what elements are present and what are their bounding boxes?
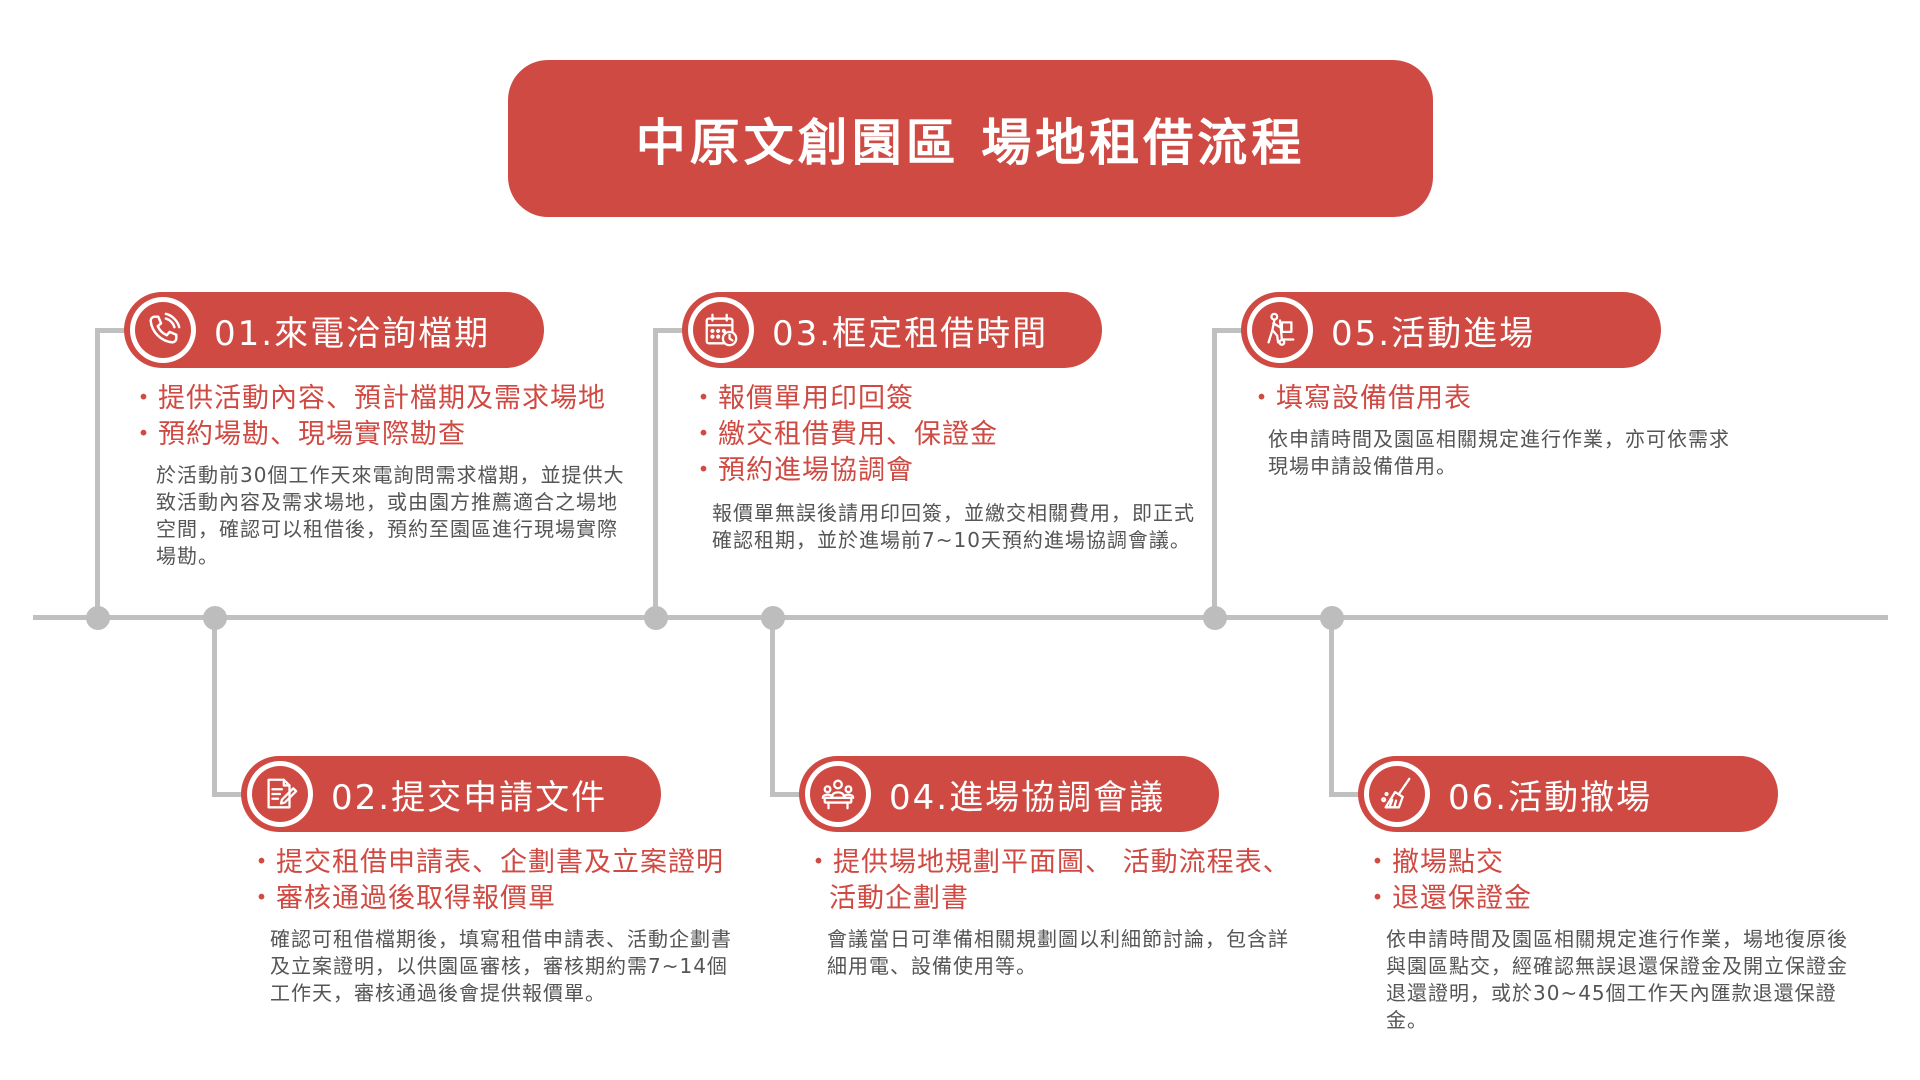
step-2-description: 確認可租借檔期後，填寫租借申請表、活動企劃書及立案證明，以供園區審核，審核期約需…: [270, 927, 732, 1005]
broom-icon: [1369, 766, 1425, 822]
step-4-description: 會議當日可準備相關規劃圖以利細節討論，包含詳細用電、設備使用等。: [827, 927, 1289, 978]
step-6-bullet-1: ・撤場點交: [1364, 847, 1504, 878]
step-2-bullets: ・提交租借申請表、企劃書及立案證明 ・審核通過後取得報價單: [248, 845, 724, 917]
step-5-header: 05.活動進場: [1241, 292, 1661, 368]
step-3-bullet-1: ・報價單用印回簽: [690, 383, 914, 414]
step-4-bullet-2: 活動企劃書: [829, 883, 969, 914]
timeline-axis: [33, 615, 1888, 620]
step-1-bullets: ・提供活動內容、預計檔期及需求場地 ・預約場勘、現場實際勘查: [130, 381, 606, 453]
timeline-node-3: [644, 606, 668, 630]
step-1-header: 01.來電洽詢檔期: [124, 292, 544, 368]
timeline-node-1: [86, 606, 110, 630]
page-title: 中原文創園區 場地租借流程: [635, 113, 1306, 172]
connector-step-4-arm: [770, 792, 810, 797]
step-5-description: 依申請時間及園區相關規定進行作業，亦可依需求現場申請設備借用。: [1268, 427, 1730, 478]
phone-icon: [135, 302, 191, 358]
step-1-description: 於活動前30個工作天來電詢問需求檔期，並提供大致活動內容及需求場地，或由園方推薦…: [156, 463, 625, 568]
timeline-node-2: [203, 606, 227, 630]
connector-step-6: [1329, 618, 1334, 797]
step-2-bullet-2: ・審核通過後取得報價單: [248, 883, 556, 914]
step-6-header: 06.活動撤場: [1358, 756, 1778, 832]
connector-step-3-arm: [653, 328, 693, 333]
step-5-bullets: ・填寫設備借用表: [1248, 381, 1472, 417]
step-4-bullet-1: ・提供場地規劃平面圖、 活動流程表、: [805, 847, 1291, 878]
step-5-title: 05.活動進場: [1331, 313, 1536, 354]
step-4-header: 04.進場協調會議: [799, 756, 1219, 832]
connector-step-4: [770, 618, 775, 797]
step-4-bullets: ・提供場地規劃平面圖、 活動流程表、 活動企劃書: [805, 845, 1291, 917]
step-6-bullet-2: ・退還保證金: [1364, 883, 1532, 914]
step-3-bullets: ・報價單用印回簽 ・繳交租借費用、保證金 ・預約進場協調會: [690, 381, 998, 489]
step-2-bullet-1: ・提交租借申請表、企劃書及立案證明: [248, 847, 724, 878]
step-1-bullet-1: ・提供活動內容、預計檔期及需求場地: [130, 383, 606, 414]
step-3-title: 03.框定租借時間: [772, 313, 1049, 354]
step-3-bullet-3: ・預約進場協調會: [690, 455, 914, 486]
step-3-header: 03.框定租借時間: [682, 292, 1102, 368]
connector-step-1-arm: [95, 328, 135, 333]
connector-step-1: [95, 328, 100, 618]
timeline-node-5: [1203, 606, 1227, 630]
calendar-clock-icon: [693, 302, 749, 358]
title-banner: 中原文創園區 場地租借流程: [508, 60, 1433, 217]
step-1-title: 01.來電洽詢檔期: [214, 313, 491, 354]
step-1-bullet-2: ・預約場勘、現場實際勘查: [130, 419, 466, 450]
step-4-title: 04.進場協調會議: [889, 777, 1166, 818]
step-2-header: 02.提交申請文件: [241, 756, 661, 832]
step-3-bullet-2: ・繳交租借費用、保證金: [690, 419, 998, 450]
timeline-node-4: [761, 606, 785, 630]
step-6-title: 06.活動撤場: [1448, 777, 1653, 818]
step-6-description: 依申請時間及園區相關規定進行作業，場地復原後與園區點交，經確認無誤退還保證金及開…: [1386, 927, 1848, 1032]
connector-step-2: [212, 618, 217, 797]
step-5-bullet-1: ・填寫設備借用表: [1248, 383, 1472, 414]
timeline-node-6: [1320, 606, 1344, 630]
connector-step-5: [1212, 328, 1217, 618]
step-2-title: 02.提交申請文件: [331, 777, 608, 818]
connector-step-5-arm: [1212, 328, 1252, 333]
meeting-icon: [810, 766, 866, 822]
connector-step-2-arm: [212, 792, 252, 797]
step-6-bullets: ・撤場點交 ・退還保證金: [1364, 845, 1532, 917]
document-pen-icon: [252, 766, 308, 822]
hand-truck-icon: [1252, 302, 1308, 358]
connector-step-6-arm: [1329, 792, 1369, 797]
step-3-description: 報價單無誤後請用印回簽，並繳交相關費用，即正式確認租期，並於進場前7~10天預約…: [712, 501, 1195, 552]
connector-step-3: [653, 328, 658, 618]
